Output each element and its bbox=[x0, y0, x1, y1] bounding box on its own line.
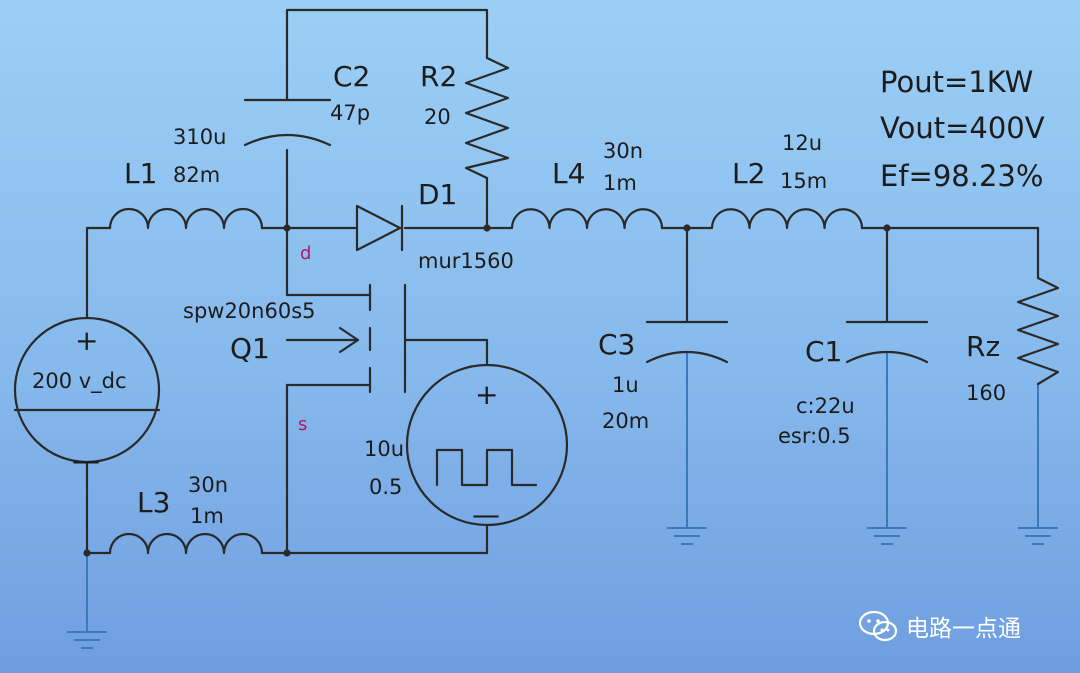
ground-symbol-c1 bbox=[867, 527, 907, 545]
inductor-L3 bbox=[108, 532, 264, 555]
d1-model: mur1560 bbox=[418, 249, 514, 273]
pulse-source-plus: + bbox=[475, 378, 498, 411]
c1-value2: esr:0.5 bbox=[778, 424, 851, 448]
inductor-L1 bbox=[108, 207, 264, 230]
l1-name: L1 bbox=[124, 157, 157, 190]
c1-name: C1 bbox=[805, 335, 842, 368]
pulse-source-minus: — bbox=[472, 498, 500, 531]
dc-voltage-source bbox=[13, 316, 161, 464]
inductor-L2 bbox=[710, 208, 864, 230]
diode-D1 bbox=[355, 204, 404, 252]
c3-value2: 20m bbox=[602, 409, 649, 433]
d1-name: D1 bbox=[418, 178, 457, 211]
l2-name: L2 bbox=[732, 157, 765, 190]
ground-symbol-left bbox=[67, 631, 107, 649]
c2-name: C2 bbox=[333, 60, 370, 93]
l2-value2: 15m bbox=[780, 169, 827, 193]
pulse-value2: 0.5 bbox=[369, 475, 402, 499]
q1-model: spw20n60s5 bbox=[183, 299, 316, 323]
junction-dots bbox=[83, 224, 891, 557]
dc-source-minus: — bbox=[72, 444, 100, 477]
spec-pout: Pout=1KW bbox=[880, 65, 1033, 99]
r2-name: R2 bbox=[420, 60, 457, 93]
rz-value: 160 bbox=[966, 381, 1006, 405]
l3-name: L3 bbox=[137, 486, 170, 519]
spec-vout: Vout=400V bbox=[880, 111, 1045, 145]
watermark-text: 电路一点通 bbox=[906, 616, 1021, 642]
c1-value1: c:22u bbox=[796, 394, 855, 418]
spec-ef: Ef=98.23% bbox=[880, 159, 1043, 193]
q1-drain-label: d bbox=[300, 243, 311, 264]
pulse-value1: 10u bbox=[364, 437, 404, 461]
q1-source-label: s bbox=[298, 414, 307, 435]
c3-name: C3 bbox=[598, 328, 635, 361]
ground-symbol-c3 bbox=[667, 527, 707, 545]
dc-source-label: 200 v_dc bbox=[32, 369, 127, 394]
l4-value2: 1m bbox=[603, 171, 637, 195]
wires bbox=[85, 8, 1040, 632]
l3-value1: 30n bbox=[188, 473, 228, 497]
inductor-L4 bbox=[510, 208, 664, 230]
wechat-icon bbox=[858, 610, 898, 642]
capacitor-C1 bbox=[845, 320, 929, 364]
l4-value1: 30n bbox=[603, 139, 643, 163]
resistor-Rz bbox=[1016, 276, 1060, 386]
l4-name: L4 bbox=[552, 157, 585, 190]
dc-source-plus: + bbox=[75, 324, 98, 357]
mosfet-Q1 bbox=[285, 283, 372, 394]
rz-name: Rz bbox=[966, 330, 1000, 363]
capacitor-C2 bbox=[243, 98, 332, 147]
l3-value2: 1m bbox=[190, 504, 224, 528]
ground-symbol-rz bbox=[1018, 527, 1058, 545]
c2-value: 47p bbox=[330, 101, 370, 125]
l1-value2: 82m bbox=[173, 163, 220, 187]
l1-value1: 310u bbox=[173, 125, 226, 149]
r2-value: 20 bbox=[424, 105, 451, 129]
capacitor-C3 bbox=[645, 320, 729, 364]
watermark: 电路一点通 bbox=[858, 606, 1021, 646]
pulse-voltage-source bbox=[405, 363, 569, 527]
q1-name: Q1 bbox=[230, 332, 270, 365]
l2-value1: 12u bbox=[782, 131, 822, 155]
c3-value1: 1u bbox=[612, 373, 639, 397]
resistor-R2 bbox=[464, 56, 510, 180]
